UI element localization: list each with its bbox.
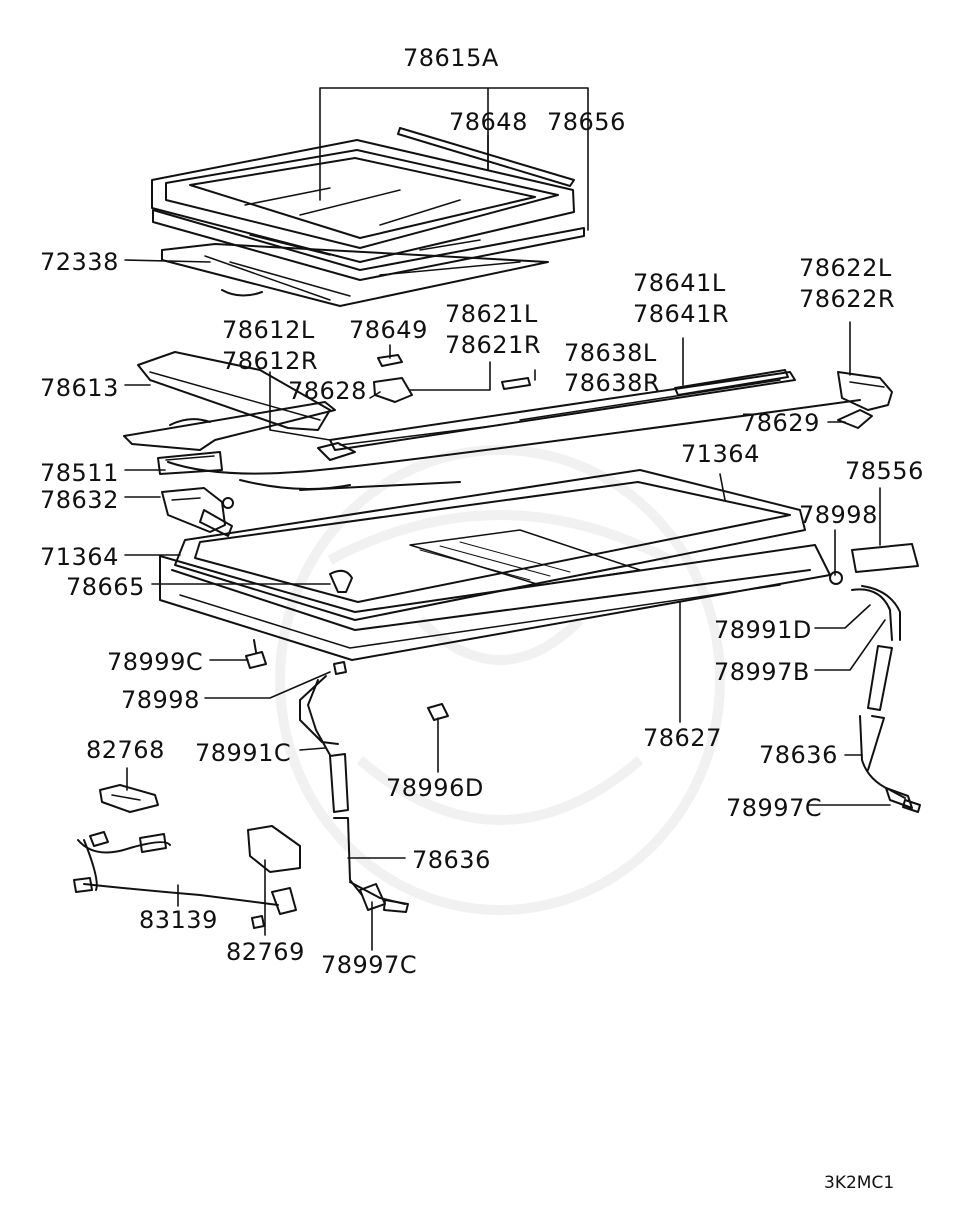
leader-lines (124, 87, 891, 951)
shade-bar (137, 351, 331, 431)
stopper-block (837, 409, 873, 429)
sunroof-motor (161, 487, 234, 537)
callout-78627: 78627 (643, 724, 722, 752)
callout-78621R: 78621R (445, 331, 542, 359)
callout-78636-right: 78636 (759, 741, 838, 769)
grommet (427, 703, 449, 721)
callout-78656: 78656 (547, 108, 626, 136)
callout-78622R: 78622R (799, 285, 896, 313)
callout-78641L: 78641L (633, 269, 726, 297)
callout-78998-left: 78998 (121, 686, 200, 714)
slide-links (373, 354, 531, 403)
callout-78665: 78665 (66, 573, 145, 601)
callout-78556: 78556 (845, 457, 924, 485)
wiring-harness (73, 831, 279, 906)
callout-78638L: 78638L (564, 339, 657, 367)
callout-78612L: 78612L (222, 316, 315, 344)
callout-78629: 78629 (741, 409, 820, 437)
sunroof-switch (99, 784, 159, 813)
callout-78636-left: 78636 (412, 846, 491, 874)
callout-82768: 82768 (86, 736, 165, 764)
panel-seal (152, 209, 585, 281)
callout-78991C: 78991C (195, 739, 292, 767)
callout-78612R: 78612R (222, 347, 319, 375)
callout-78621L: 78621L (445, 300, 538, 328)
callout-78632: 78632 (40, 486, 119, 514)
watermark-emblem (275, 445, 725, 915)
cable-guide (157, 451, 223, 475)
drain-hose-left (299, 661, 409, 913)
callout-78649: 78649 (349, 316, 428, 344)
guide-rail (329, 371, 796, 451)
callout-78613: 78613 (40, 374, 119, 402)
drain-hose-right (829, 571, 921, 813)
callout-83139: 83139 (139, 906, 218, 934)
rail-strip (674, 369, 789, 396)
sunshade-panel (161, 243, 549, 307)
rear-guide-bracket (837, 371, 893, 411)
callout-78997C-right: 78997C (726, 794, 823, 822)
callout-72338: 72338 (40, 248, 119, 276)
weatherstrip-pad (851, 543, 919, 573)
callout-71364-upper: 71364 (681, 440, 760, 468)
relay-unit (247, 825, 301, 929)
callout-71364-lower: 71364 (40, 543, 119, 571)
callout-78998-right: 78998 (799, 501, 878, 529)
callout-78996D: 78996D (386, 774, 484, 802)
callout-82769: 82769 (226, 938, 305, 966)
callout-78991D: 78991D (714, 616, 812, 644)
callout-78638R: 78638R (564, 369, 661, 397)
callout-78511: 78511 (40, 459, 119, 487)
callout-78648: 78648 (449, 108, 528, 136)
callout-78997C-left: 78997C (321, 951, 418, 979)
callout-78997B: 78997B (714, 658, 810, 686)
callout-78999C: 78999C (107, 648, 204, 676)
callout-78641R: 78641R (633, 300, 730, 328)
glass-panel-assembly (151, 127, 575, 263)
callout-78622L: 78622L (799, 254, 892, 282)
callout-78615A: 78615A (403, 44, 499, 72)
diagram-code: 3K2MC1 (824, 1173, 895, 1193)
drive-cable-set (167, 399, 861, 491)
callout-78628: 78628 (288, 377, 367, 405)
bolt (245, 639, 267, 669)
frame-clip (329, 569, 353, 593)
